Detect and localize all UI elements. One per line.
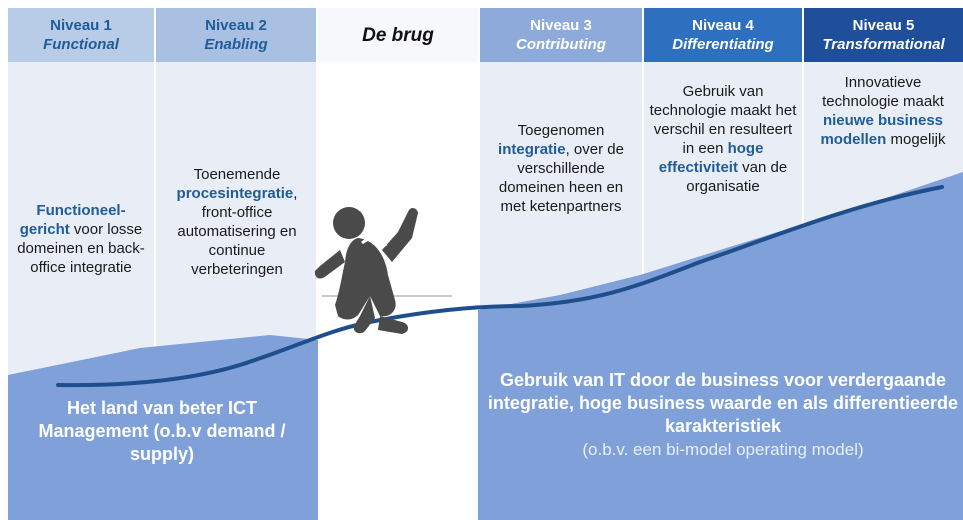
right-land-label: Gebruik van IT door de business voor ver…: [487, 370, 959, 436]
level1-description: Functioneel-gericht voor losse domeinen …: [14, 201, 148, 277]
level3-number: Niveau 3: [530, 17, 592, 34]
right-land-text: Gebruik van IT door de business voor ver…: [486, 369, 960, 461]
level5-header: Niveau 5 Transformational: [804, 8, 963, 62]
level2-description: Toenemende procesintegratie, front-offic…: [168, 165, 306, 279]
level5-name: Transformational: [822, 36, 945, 53]
left-land-label: Het land van beter ICT Management (o.b.v…: [38, 398, 286, 464]
level4-number: Niveau 4: [692, 17, 754, 34]
level3-desc-pre: Toegenomen: [517, 122, 605, 139]
level1-desc-post: voor losse domeinen en back-office integ…: [17, 221, 145, 276]
level5-number: Niveau 5: [852, 17, 915, 34]
level4-desc-post: van de organisatie: [686, 159, 788, 195]
person-collar: [361, 237, 388, 247]
level1-number: Niveau 1: [50, 17, 112, 34]
level3-desc-highlight: integratie: [498, 141, 566, 158]
level3-name: Contributing: [516, 36, 606, 53]
level3-desc-post: , over de verschillende domeinen heen en…: [498, 141, 624, 215]
level4-desc-pre: Gebruik van technologie maakt het versch…: [649, 83, 797, 157]
level2-number: Niveau 2: [205, 17, 267, 34]
level4-description: Gebruik van technologie maakt het versch…: [648, 82, 798, 196]
bridge-label: De brug: [362, 24, 434, 46]
level5-desc-pre: Innovatieve technologie maakt: [822, 74, 944, 110]
level2-desc-pre: Toenemende: [193, 166, 281, 183]
level1-desc-highlight: Functioneel-gericht: [19, 202, 126, 238]
level3-description: Toegenomen integratie, over de verschill…: [490, 121, 632, 216]
level5-desc-post: mogelijk: [886, 131, 946, 148]
level4-name: Differentiating: [672, 36, 774, 53]
level4-desc-highlight: hoge effectiviteit: [658, 140, 764, 176]
right-land-sublabel: (o.b.v. een bi-model operating model): [582, 440, 864, 459]
maturity-curve: [56, 185, 944, 388]
level2-desc-post: , front-office automatisering en continu…: [177, 185, 298, 278]
bridge-header: De brug: [318, 8, 478, 62]
level4-header: Niveau 4 Differentiating: [644, 8, 802, 62]
left-land: [8, 335, 318, 520]
level3-header: Niveau 3 Contributing: [480, 8, 642, 62]
level1-header: Niveau 1 Functional: [8, 8, 154, 62]
level1-name: Functional: [43, 36, 119, 53]
slipping-person-icon: [314, 207, 418, 334]
level2-name: Enabling: [204, 36, 268, 53]
left-land-text: Het land van beter ICT Management (o.b.v…: [28, 397, 296, 466]
level2-header: Niveau 2 Enabling: [156, 8, 316, 62]
level5-desc-highlight: nieuwe business modellen: [820, 112, 944, 148]
level2-desc-highlight: procesintegratie: [176, 185, 294, 202]
level5-description: Innovatieve technologie maakt nieuwe bus…: [806, 73, 960, 149]
right-land: [478, 172, 963, 520]
